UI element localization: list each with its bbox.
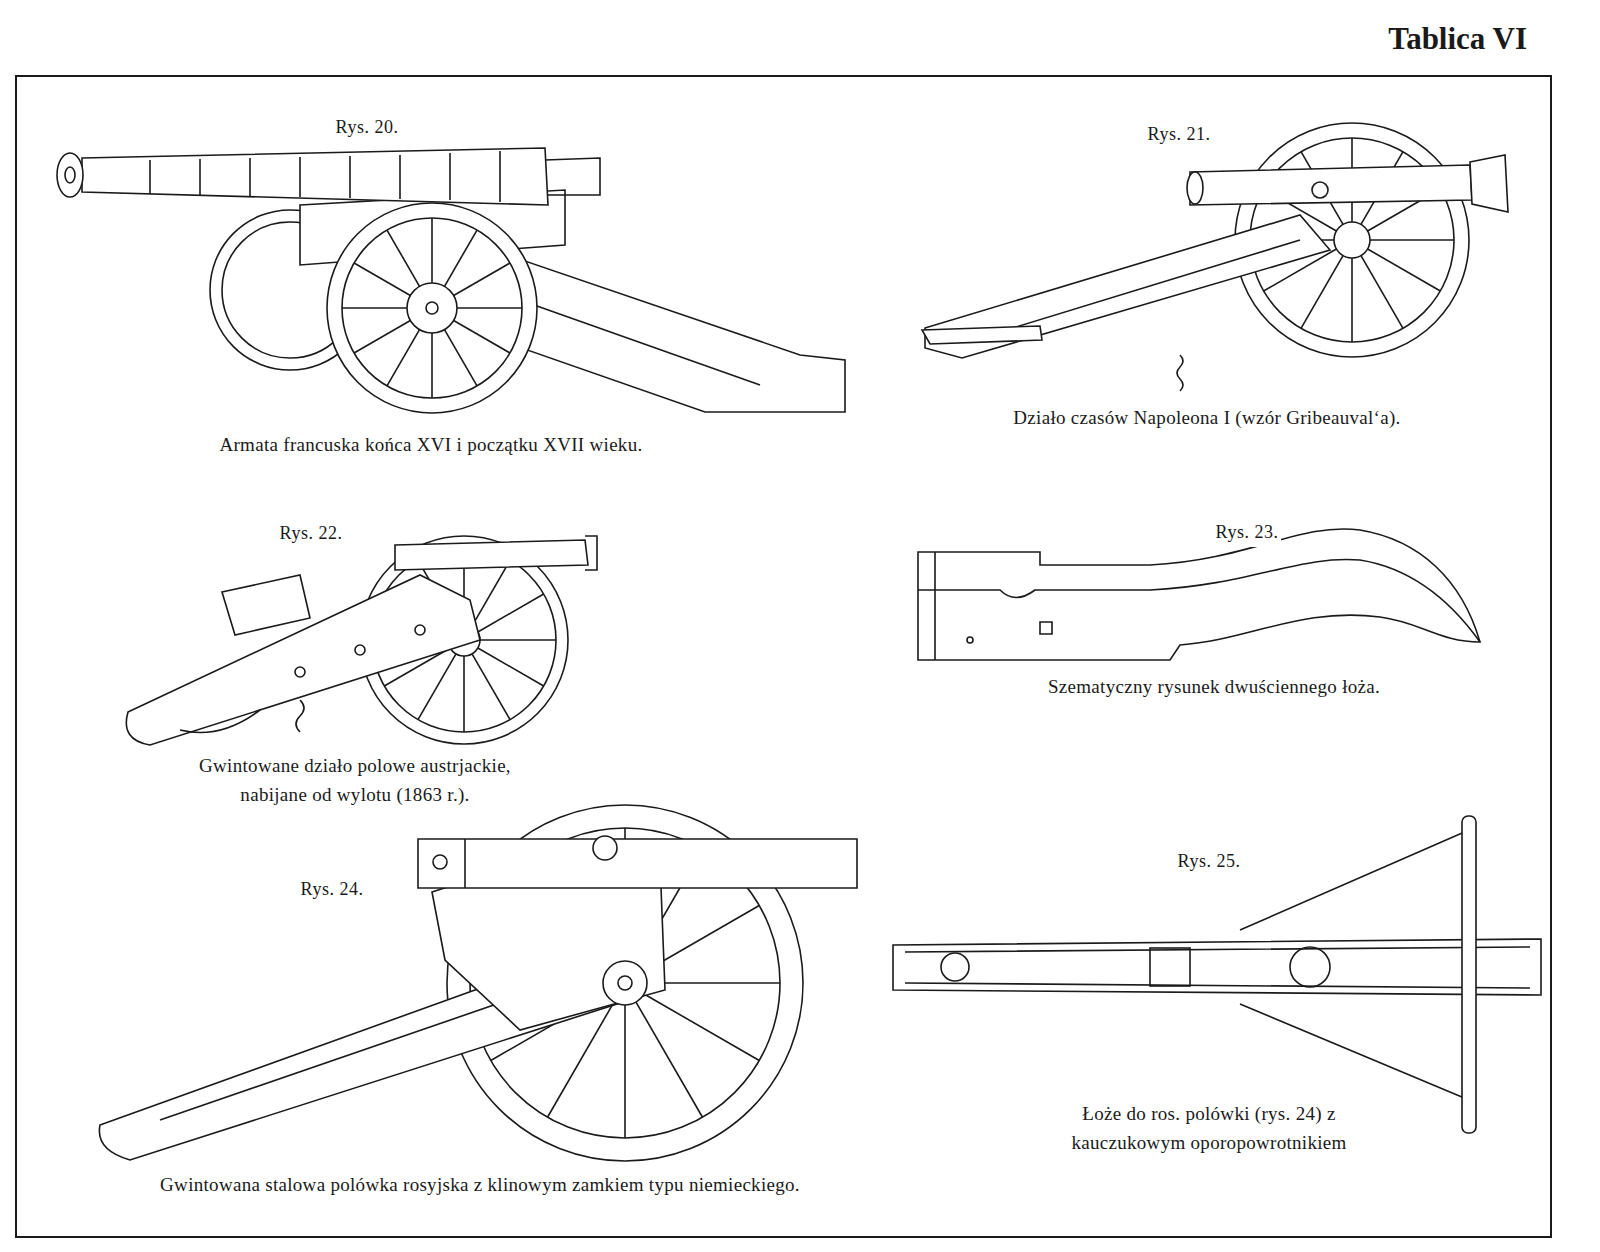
figure-caption: Gwintowane działo polowe austrjackie, na… — [182, 751, 528, 810]
figure-number: Rys. 25. — [1175, 848, 1244, 876]
figure-number: Rys. 24. — [298, 876, 367, 904]
figure-number: Rys. 20. — [333, 114, 402, 142]
trail-top-view-drawing — [893, 816, 1541, 1133]
gribeauval-cannon-drawing — [922, 123, 1508, 391]
figure-number: Rys. 21. — [1145, 121, 1214, 149]
plate-title: Tablica VI — [1385, 15, 1530, 63]
russian-field-gun-drawing — [99, 805, 857, 1161]
figure-caption: Armata francuska końca XVI i początku XV… — [216, 430, 645, 459]
figure-caption: Gwintowana stalowa polówka rosyjska z kl… — [157, 1170, 803, 1199]
figure-caption: Szematyczny rysunek dwuściennego łoża. — [1045, 672, 1383, 701]
plate-frame — [16, 76, 1551, 1237]
figure-caption: Działo czasów Napoleona I (wzór Gribeauv… — [1010, 403, 1403, 432]
french-cannon-drawing — [57, 148, 845, 413]
figure-number: Rys. 22. — [277, 520, 346, 548]
two-cheek-trail-schematic — [918, 529, 1480, 660]
figure-caption: Łoże do ros. polówki (rys. 24) z kauczuk… — [1041, 1099, 1377, 1158]
austrian-field-gun-drawing — [126, 536, 597, 745]
figure-number: Rys. 23. — [1213, 519, 1282, 547]
